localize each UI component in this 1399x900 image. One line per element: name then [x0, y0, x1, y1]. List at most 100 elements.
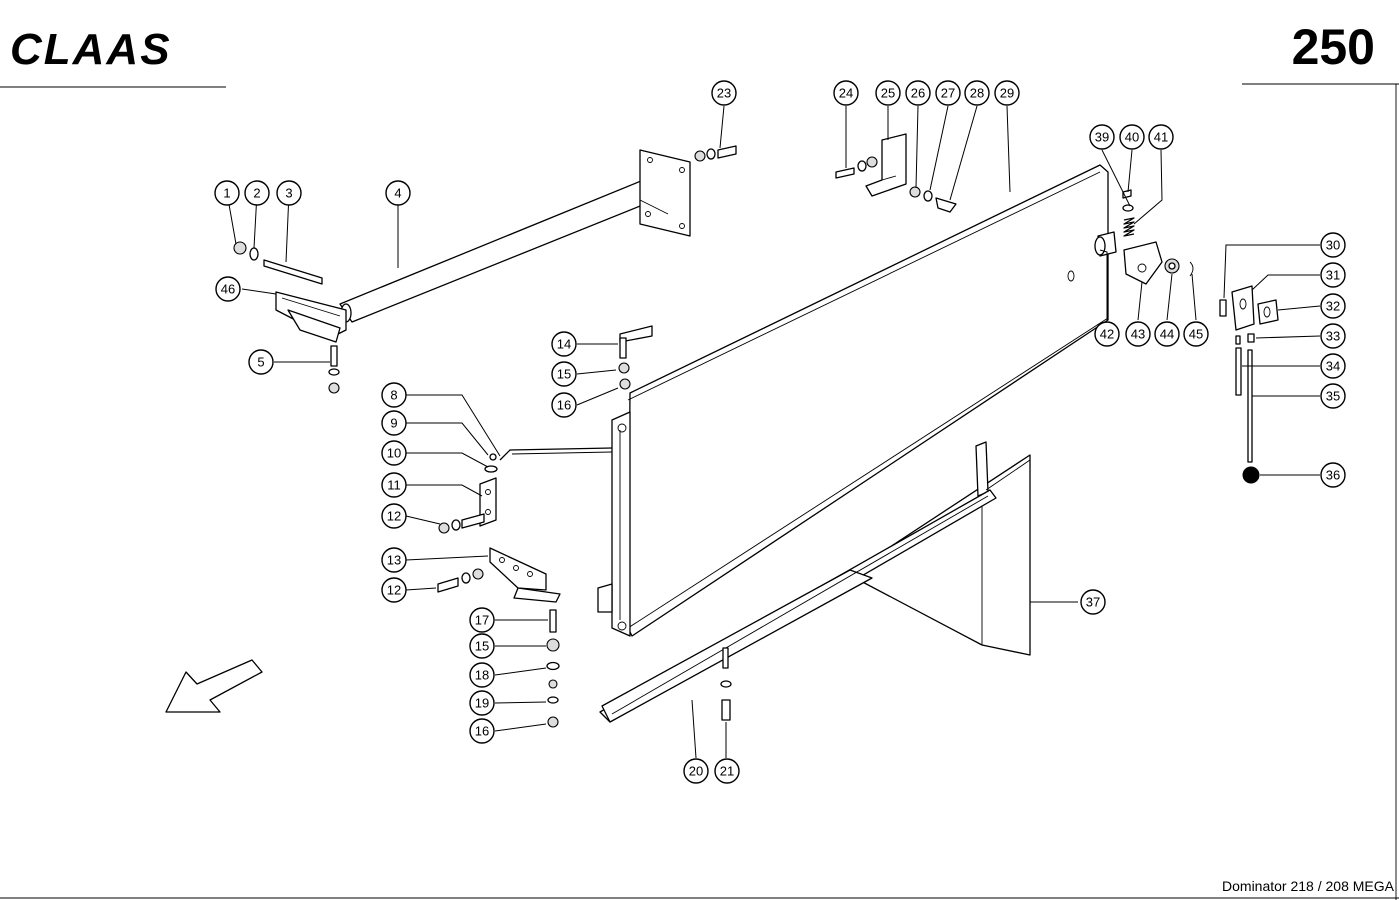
catch-assembly	[1219, 285, 1279, 484]
callout-32: 32	[1320, 293, 1346, 319]
svg-text:15: 15	[475, 639, 489, 654]
callouts: 1 2 3 4 5 8 9 10 11 12 12 13 14 15 15 16…	[214, 80, 1346, 784]
svg-text:34: 34	[1326, 359, 1340, 374]
svg-text:17: 17	[475, 613, 489, 628]
callout-37: 37	[1080, 589, 1106, 615]
callout-42: 42	[1094, 321, 1120, 347]
svg-text:3: 3	[285, 186, 292, 201]
svg-text:12: 12	[387, 583, 401, 598]
callout-12b: 12	[381, 577, 407, 603]
svg-text:24: 24	[839, 86, 853, 101]
callout-16b: 16	[469, 718, 495, 744]
svg-text:33: 33	[1326, 329, 1340, 344]
svg-text:8: 8	[390, 388, 397, 403]
callout-30: 30	[1320, 232, 1346, 258]
bolt-21	[720, 647, 732, 721]
svg-text:45: 45	[1189, 327, 1203, 342]
svg-text:28: 28	[970, 86, 984, 101]
svg-text:19: 19	[475, 696, 489, 711]
svg-text:30: 30	[1326, 238, 1340, 253]
pin	[263, 259, 323, 285]
tube-bracket	[275, 291, 347, 343]
svg-text:43: 43	[1131, 327, 1145, 342]
svg-text:27: 27	[941, 86, 955, 101]
callout-31: 31	[1320, 262, 1346, 288]
callout-27: 27	[935, 80, 961, 106]
callout-26: 26	[905, 80, 931, 106]
callout-36: 36	[1320, 462, 1346, 488]
callout-18: 18	[469, 662, 495, 688]
svg-text:9: 9	[390, 416, 397, 431]
side-panel	[597, 164, 1109, 637]
svg-text:10: 10	[387, 446, 401, 461]
leader-lines	[226, 105, 1321, 759]
callout-16a: 16	[551, 392, 577, 418]
callout-41: 41	[1148, 124, 1174, 150]
drawing	[165, 133, 1279, 728]
callout-15a: 15	[551, 361, 577, 387]
bolt-12b	[437, 568, 484, 593]
callout-34: 34	[1320, 353, 1346, 379]
hinge-25	[835, 133, 957, 213]
knob-36	[1242, 466, 1260, 484]
svg-text:40: 40	[1125, 130, 1139, 145]
svg-text:35: 35	[1326, 389, 1340, 404]
svg-text:37: 37	[1086, 595, 1100, 610]
svg-text:42: 42	[1100, 327, 1114, 342]
svg-text:18: 18	[475, 668, 489, 683]
svg-text:20: 20	[689, 764, 703, 779]
callout-20: 20	[683, 758, 709, 784]
svg-text:41: 41	[1154, 130, 1168, 145]
callout-4: 4	[385, 180, 411, 206]
callout-43: 43	[1125, 321, 1151, 347]
bolt-17-stack	[546, 609, 560, 728]
callout-8: 8	[381, 382, 407, 408]
arrow-down-left-icon	[165, 659, 263, 713]
callout-23: 23	[711, 80, 737, 106]
svg-text:32: 32	[1326, 299, 1340, 314]
callout-14: 14	[551, 331, 577, 357]
svg-text:31: 31	[1326, 268, 1340, 283]
callout-11: 11	[381, 472, 407, 498]
bracket-13	[489, 547, 561, 603]
svg-text:21: 21	[720, 764, 734, 779]
svg-text:4: 4	[394, 186, 401, 201]
callout-33: 33	[1320, 323, 1346, 349]
svg-text:1: 1	[223, 186, 230, 201]
callout-13: 13	[381, 547, 407, 573]
callout-19: 19	[469, 690, 495, 716]
angle-strip	[599, 489, 997, 723]
rod-8	[484, 447, 613, 473]
svg-text:44: 44	[1160, 327, 1174, 342]
svg-text:5: 5	[257, 355, 264, 370]
callout-29: 29	[994, 80, 1020, 106]
svg-text:16: 16	[557, 398, 571, 413]
svg-text:16: 16	[475, 724, 489, 739]
callout-1: 1	[214, 180, 240, 206]
svg-text:2: 2	[253, 186, 260, 201]
bolt-14-stack	[618, 325, 653, 390]
claas-logo: CLAAS	[10, 25, 172, 74]
callout-25: 25	[875, 80, 901, 106]
callout-28: 28	[964, 80, 990, 106]
callout-2: 2	[244, 180, 270, 206]
bolt-23	[694, 145, 737, 162]
lock-assembly	[1094, 189, 1194, 285]
footer-model: Dominator 218 / 208 MEGA	[1222, 878, 1395, 894]
page-number: 250	[1292, 19, 1375, 75]
washer-2	[249, 247, 259, 261]
svg-text:23: 23	[717, 86, 731, 101]
callout-24: 24	[833, 80, 859, 106]
callout-15b: 15	[469, 633, 495, 659]
tube	[339, 149, 691, 323]
callout-46: 46	[215, 276, 241, 302]
callout-17: 17	[469, 607, 495, 633]
callout-10: 10	[381, 440, 407, 466]
callout-44: 44	[1154, 321, 1180, 347]
nut-1	[233, 241, 247, 255]
svg-text:12: 12	[387, 509, 401, 524]
svg-text:14: 14	[557, 337, 571, 352]
callout-21: 21	[714, 758, 740, 784]
callout-3: 3	[276, 180, 302, 206]
